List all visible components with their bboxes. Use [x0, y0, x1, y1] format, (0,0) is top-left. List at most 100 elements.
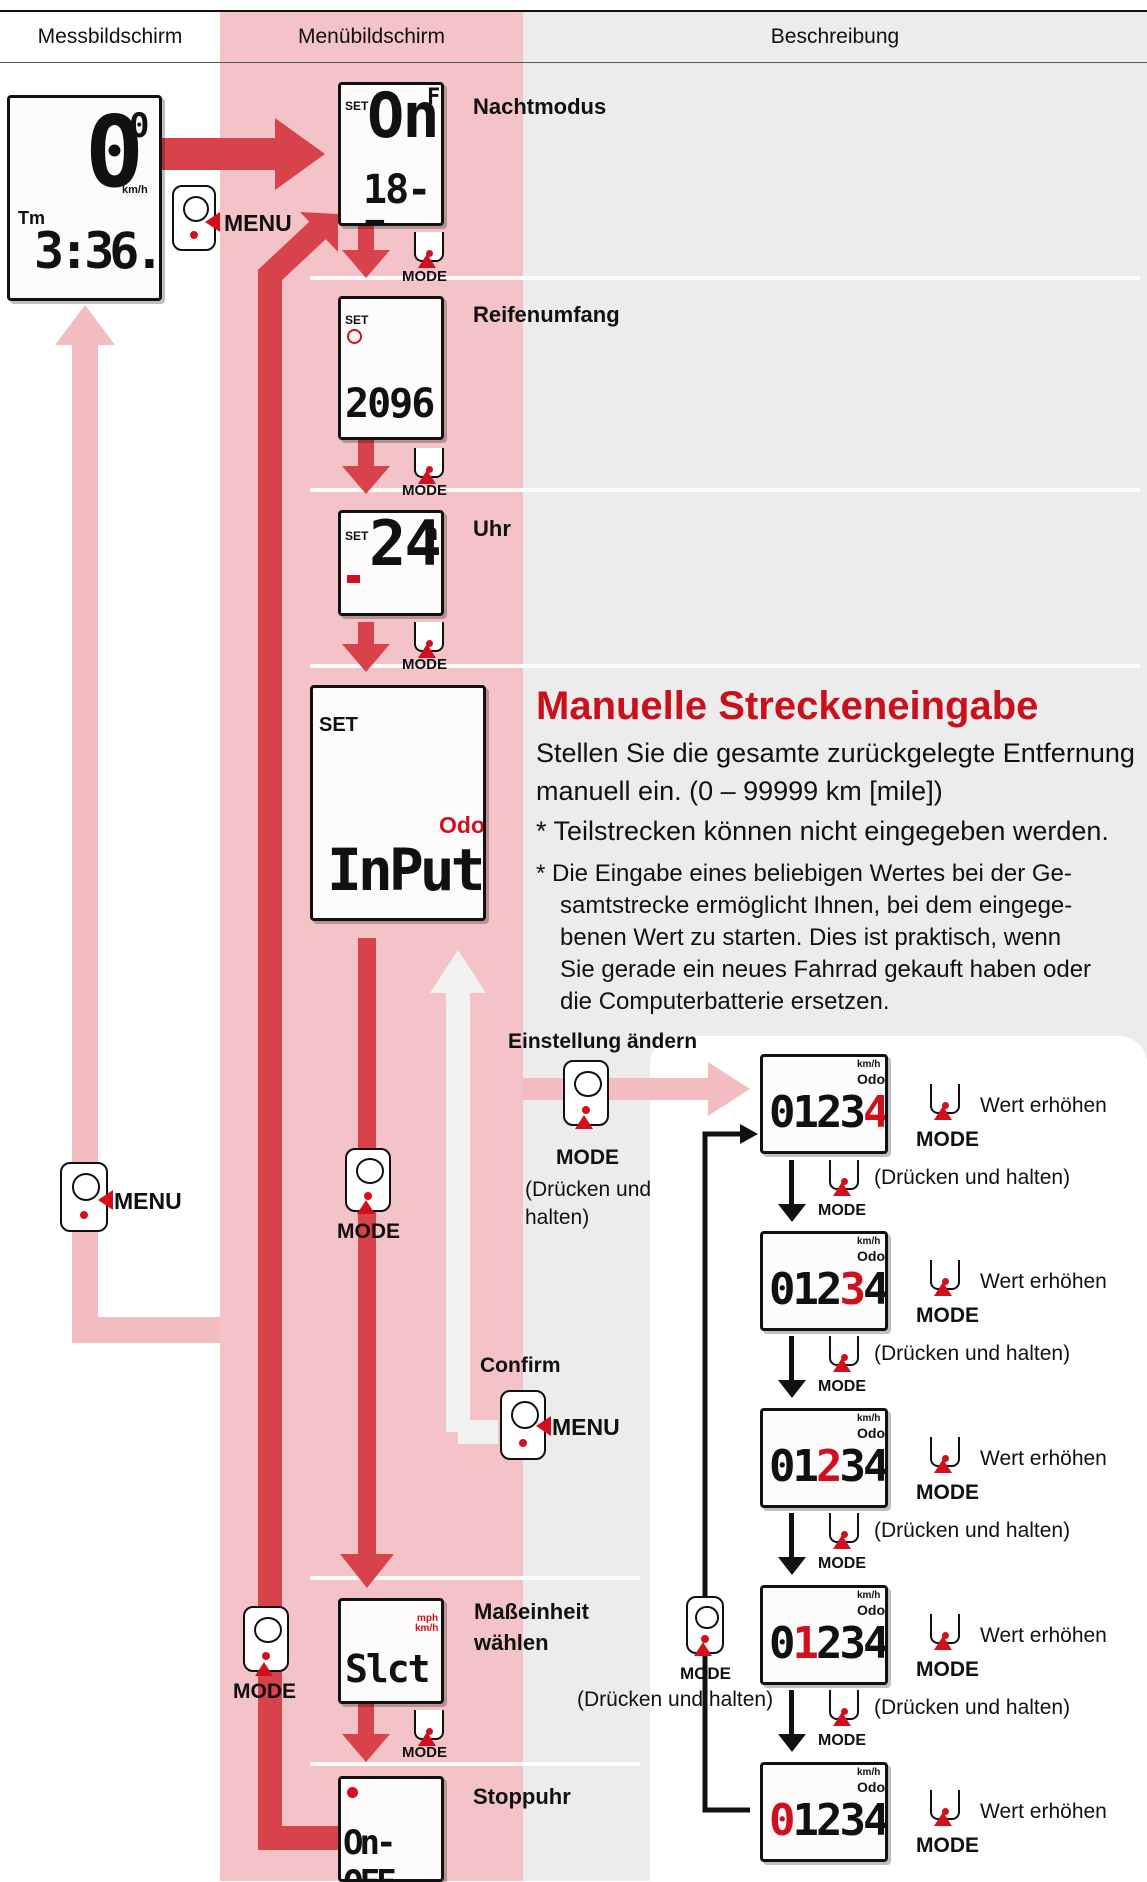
- separator: [310, 488, 1140, 492]
- odo-digits: 01234: [769, 1264, 887, 1324]
- odo-label: Odo: [857, 1248, 885, 1264]
- press-indicator-icon: [575, 1115, 593, 1129]
- press-indicator-icon: [934, 1636, 952, 1650]
- odo-digit: 1: [792, 1264, 819, 1315]
- press-indicator-icon: [833, 1535, 851, 1549]
- clock-value: 24: [369, 510, 441, 580]
- menu-label: MENU: [224, 210, 292, 236]
- odo-label: Odo: [857, 1779, 885, 1795]
- press-indicator-icon: [934, 1282, 952, 1296]
- column-header-menu: Menübildschirm: [297, 25, 446, 48]
- envelope-icon: [347, 575, 360, 583]
- press-indicator-icon: [418, 470, 436, 484]
- night-mode-label: Nachtmodus: [473, 94, 607, 119]
- mode-label: MODE: [402, 1744, 447, 1761]
- mode-label: MODE: [916, 1481, 979, 1504]
- mode-button-icon: [930, 1084, 960, 1114]
- press-indicator-icon: [418, 644, 436, 658]
- mode-label: MODE: [402, 656, 447, 673]
- press-hold-text: (Drücken und halten): [525, 1178, 652, 1229]
- odo-label: Odo: [857, 1071, 885, 1087]
- press-indicator-icon: [536, 1416, 551, 1436]
- mode-label: MODE: [402, 268, 447, 285]
- increase-label: Wert erhöhen: [980, 1800, 1107, 1823]
- press-indicator-icon: [833, 1358, 851, 1372]
- unit-select-label: Maßeinheit wählen: [474, 1599, 589, 1655]
- press-indicator-icon: [934, 1459, 952, 1473]
- confirm-label: Confirm: [480, 1354, 561, 1377]
- input-value: InPut: [327, 836, 483, 904]
- press-indicator-icon: [833, 1182, 851, 1196]
- night-mode-screen: SET On F 18-7: [338, 82, 444, 226]
- odo-digit: 3: [839, 1441, 866, 1492]
- time-value: 3:36.42: [34, 222, 160, 280]
- menu-label: MENU: [114, 1188, 182, 1214]
- clock-sup: h: [425, 521, 438, 546]
- press-indicator-icon: [934, 1106, 952, 1120]
- stopwatch-screen: On-OFF: [338, 1776, 444, 1882]
- odo-digit: 3: [839, 1618, 866, 1669]
- odo-digits: 01234: [769, 1441, 887, 1501]
- stopwatch-label: Stoppuhr: [473, 1784, 571, 1809]
- odo-digit: 3: [839, 1087, 866, 1138]
- tire-label: Reifenumfang: [473, 302, 620, 327]
- odo-digit-active: 0: [769, 1795, 795, 1846]
- press-hold-label: (Drücken und halten): [525, 1176, 665, 1232]
- input-screen: SET Odo InPut: [310, 685, 486, 921]
- description-note: die Computerbatterie ersetzen.: [560, 988, 890, 1015]
- odo-digit-active: 3: [839, 1264, 866, 1315]
- speed-decimal: 0: [129, 106, 150, 146]
- increase-label: Wert erhöhen: [980, 1094, 1107, 1117]
- unit-select-value: Slct: [345, 1647, 431, 1691]
- kmh-label: km/h: [857, 1413, 881, 1424]
- mode-label: MODE: [556, 1146, 619, 1169]
- odo-steps-panel: [650, 1036, 1147, 1881]
- night-main: On: [367, 82, 440, 152]
- speed-value: 0: [85, 96, 144, 210]
- press-indicator-icon: [934, 1812, 952, 1826]
- odo-digits: 01234: [769, 1618, 887, 1678]
- odo-digit-active: 1: [792, 1618, 819, 1669]
- column-header-measure: Messbildschirm: [37, 25, 183, 48]
- stopwatch-value: On-OFF: [343, 1823, 396, 1879]
- odo-digit: 2: [816, 1795, 842, 1846]
- tm-label: Tm: [18, 208, 45, 228]
- description-note: benen Wert zu starten. Dies ist praktisc…: [560, 924, 1062, 951]
- press-hold-label: (Drücken und halten): [874, 1696, 1071, 1719]
- odo-step-screen: km/h Odo 01234: [760, 1408, 888, 1508]
- separator: [310, 276, 1140, 280]
- mode-label: MODE: [337, 1220, 400, 1243]
- odo-digit: 0: [769, 1618, 795, 1669]
- press-hold-label: (Drücken und halten): [577, 1688, 774, 1711]
- separator: [310, 1576, 640, 1580]
- night-sub: 18-7: [363, 167, 431, 223]
- mode-label: MODE: [916, 1304, 979, 1327]
- press-indicator-icon: [418, 1732, 436, 1746]
- odo-digit: 4: [863, 1264, 887, 1315]
- press-indicator-icon: [98, 1190, 113, 1210]
- odo-step-screen: km/h Odo 01234: [760, 1762, 888, 1862]
- odo-digits: 01234: [769, 1795, 887, 1855]
- press-hold-label: (Drücken und halten): [874, 1342, 1071, 1365]
- night-sup: F: [427, 85, 440, 110]
- header-rule: [0, 62, 1147, 63]
- mode-label: MODE: [680, 1664, 731, 1683]
- odo-digit: 4: [863, 1618, 887, 1669]
- odo-step-screen: km/h Odo 01234: [760, 1585, 888, 1685]
- odo-digit: 4: [863, 1795, 887, 1846]
- top-rule: [0, 10, 1147, 12]
- odo-label: Odo: [439, 812, 485, 838]
- description-note: Sie gerade ein neues Fahrrad gekauft hab…: [560, 956, 1092, 983]
- increase-label: Wert erhöhen: [980, 1624, 1107, 1647]
- tire-value: 2096: [345, 381, 435, 427]
- change-setting-label: Einstellung ändern: [508, 1030, 698, 1053]
- menu-label: MENU: [552, 1414, 620, 1440]
- description-note: * Die Eingabe eines beliebigen Wertes be…: [536, 860, 1072, 887]
- press-indicator-icon: [255, 1662, 273, 1676]
- measure-screen: 0 0 km/h Tm 3:36.42: [7, 95, 162, 301]
- mode-label: MODE: [916, 1128, 979, 1151]
- odo-digit: 2: [816, 1087, 842, 1138]
- odo-digit: 4: [863, 1441, 887, 1492]
- odo-label: Odo: [857, 1425, 885, 1441]
